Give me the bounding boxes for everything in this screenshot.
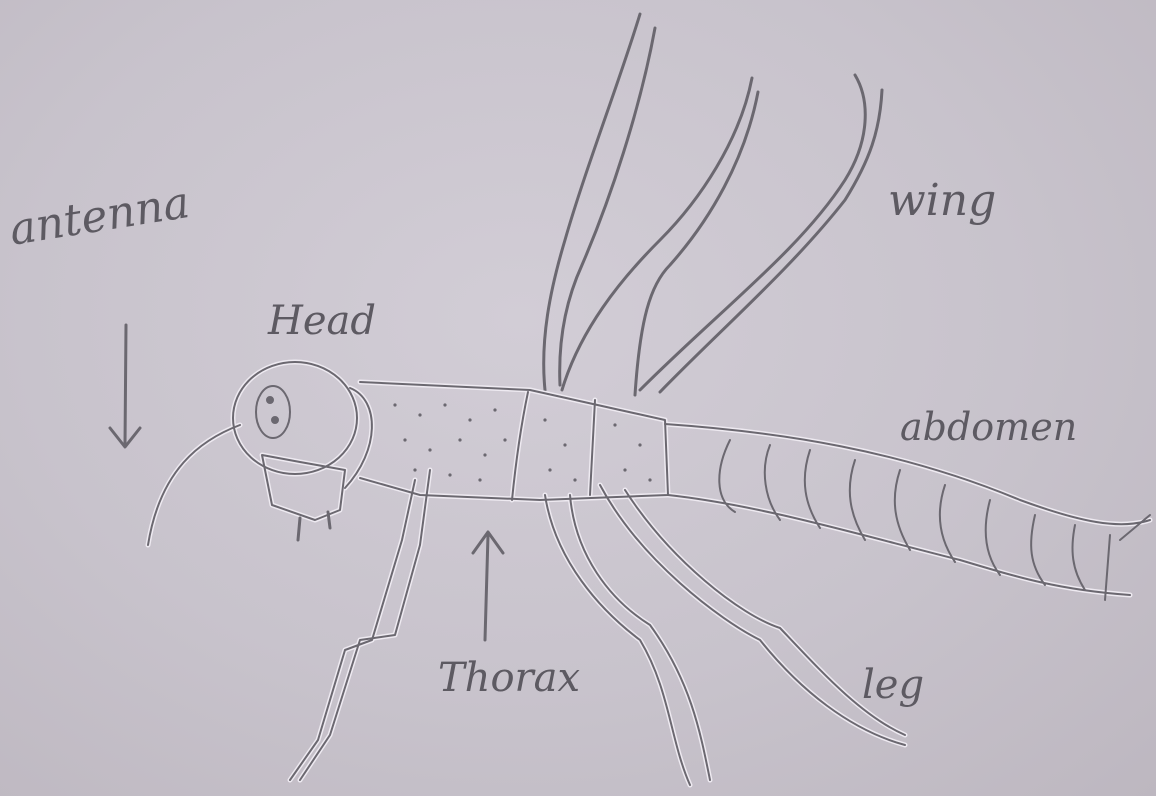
label-leg: leg <box>862 662 924 708</box>
label-thorax: Thorax <box>438 655 580 701</box>
label-wing: wing <box>888 175 996 226</box>
antenna-arrow <box>110 325 140 447</box>
wings <box>544 14 882 395</box>
label-abdomen: abdomen <box>900 405 1077 449</box>
eye <box>256 386 290 438</box>
thorax-arrow <box>473 532 503 640</box>
label-head: Head <box>268 298 376 344</box>
